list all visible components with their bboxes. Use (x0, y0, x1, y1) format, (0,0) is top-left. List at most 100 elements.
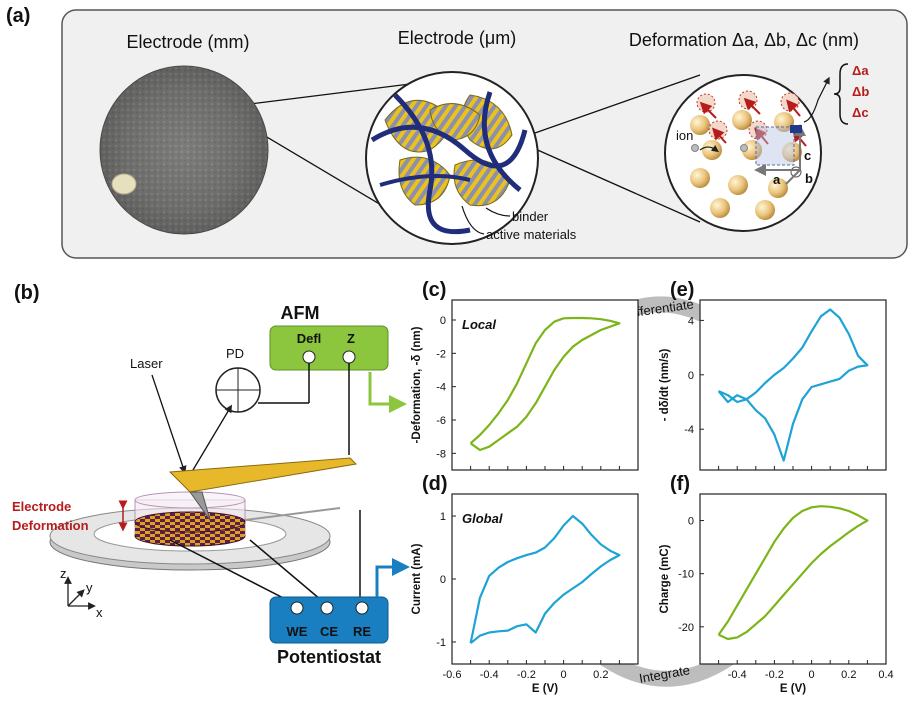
xtick-label-d: -0.2 (517, 669, 536, 681)
xlabel-f: E (V) (780, 683, 806, 695)
plot-frame-e (699, 299, 887, 471)
cantilever (168, 457, 358, 521)
afm-defl-port (302, 350, 316, 364)
panel-label-f: (f) (670, 473, 690, 495)
we-port (290, 601, 304, 615)
xtick-label-d: 0 (561, 669, 567, 681)
panel-b-label: (b) (14, 282, 40, 304)
ytick-label-c: -6 (436, 415, 446, 427)
ytick-label-c: 0 (440, 315, 446, 327)
label-pd: PD (226, 346, 244, 361)
xtick-label-d: -0.6 (443, 669, 462, 681)
re-port (355, 601, 369, 615)
xtick-label-f: 0 (809, 669, 815, 681)
xtick-label-d: 0.2 (593, 669, 608, 681)
delta-b: Δb (852, 84, 869, 99)
afm-title: AFM (281, 303, 320, 323)
ylabel-e: - dδ/dt (nm/s) (659, 348, 671, 421)
potentiostat-arrow (375, 558, 410, 597)
laser-reflect (189, 404, 232, 476)
ylabel-d: Current (mA) (411, 543, 423, 614)
series-line-d (469, 514, 621, 645)
label-electrode: Electrode (12, 499, 71, 514)
afm-z: Z (347, 331, 355, 346)
lattice-axis-b: b (805, 171, 813, 186)
xtick-label-f: -0.4 (728, 669, 747, 681)
ytick-label-c: -2 (436, 348, 446, 360)
ytick-label-d: -1 (436, 637, 446, 649)
zoom-line-4 (514, 139, 701, 223)
panel-label-d: (d) (422, 473, 448, 495)
electrode-micro-image (365, 71, 539, 245)
panel-label-c: (c) (422, 279, 446, 301)
lattice-axis-c: c (804, 148, 811, 163)
panel-a-label: (a) (6, 5, 30, 27)
label-axis-y: y (86, 580, 93, 595)
ce-port (320, 601, 334, 615)
ytick-label-f: -20 (678, 622, 694, 634)
label-active-materials: active materials (486, 227, 577, 242)
ytick-label-e: 0 (688, 370, 694, 382)
delta-brace (833, 63, 849, 125)
lattice-image (664, 74, 822, 232)
plot-frame-f (699, 493, 887, 665)
active-leader (461, 205, 485, 235)
label-axis-x: x (96, 605, 103, 620)
label-laser: Laser (130, 356, 163, 371)
afm-z-port (342, 350, 356, 364)
xlabel-d: E (V) (532, 683, 558, 695)
ytick-label-e: -4 (684, 424, 694, 436)
delta-a: Δa (852, 63, 869, 78)
laser-beam (151, 374, 187, 474)
label-ion: ion (676, 128, 693, 143)
series-line-e (717, 308, 869, 462)
label-axis-z: z (60, 566, 67, 581)
label-re: RE (353, 624, 371, 639)
electrode-macro-image (99, 65, 269, 235)
ytick-label-f: 0 (688, 516, 694, 528)
ytick-label-f: -10 (678, 569, 694, 581)
title-um: Electrode (μm) (398, 28, 516, 48)
ytick-label-e: 4 (688, 315, 694, 327)
annotation-c: Local (462, 317, 496, 332)
xtick-label-f: 0.2 (841, 669, 856, 681)
xtick-label-f: 0.4 (878, 669, 893, 681)
title-nm: Deformation Δa, Δb, Δc (nm) (629, 30, 859, 50)
ytick-label-c: -4 (436, 382, 446, 394)
potentiostat-title: Potentiostat (277, 647, 381, 667)
afm-box (269, 325, 389, 371)
ylabel-f: Charge (mC) (659, 544, 671, 613)
re-tube (244, 507, 341, 521)
ytick-label-d: 1 (440, 511, 446, 523)
delta-c: Δc (852, 105, 869, 120)
series-line-f (717, 505, 869, 641)
chart-deformation-rate: (e) 4 0 -4 - dδ/dt (nm/s) (659, 279, 887, 471)
axis-y-arrow (67, 589, 85, 607)
label-deformation: Deformation (12, 518, 89, 533)
zoom-line-3 (514, 74, 701, 141)
label-we: WE (287, 624, 308, 639)
label-ce: CE (320, 624, 338, 639)
delta-pointer (803, 76, 830, 123)
xtick-label-d: -0.4 (480, 669, 499, 681)
ytick-label-c: -8 (436, 448, 446, 460)
ytick-label-d: 0 (440, 574, 446, 586)
binder-leader (485, 207, 511, 217)
panel-label-e: (e) (670, 279, 694, 301)
afm-defl: Defl (297, 331, 322, 346)
chart-local-deformation: (c) Local 0 -2 -4 -6 -8 -Deformation, -δ (nm) (411, 279, 639, 471)
ylabel-c: -Deformation, -δ (nm) (411, 326, 423, 443)
annotation-d: Global (462, 511, 503, 526)
label-binder: binder (512, 209, 549, 224)
chart-global-current: (d) Global -0.6 -0.4 -0.2 0 0.2 1 0 -1 Current (mA… (411, 473, 639, 695)
series-line-c (469, 316, 621, 452)
we-wire (169, 539, 298, 606)
xtick-label-f: -0.2 (765, 669, 784, 681)
title-mm: Electrode (mm) (126, 32, 249, 52)
afm-stage (49, 491, 331, 571)
ce-wire (249, 539, 328, 606)
chart-charge: (f) -0.4 -0.2 0 0.2 0.4 0 -10 -20 Charge (mC) E (V… (659, 473, 894, 695)
lattice-axis-a: a (773, 172, 781, 187)
afm-arrow (368, 372, 407, 413)
